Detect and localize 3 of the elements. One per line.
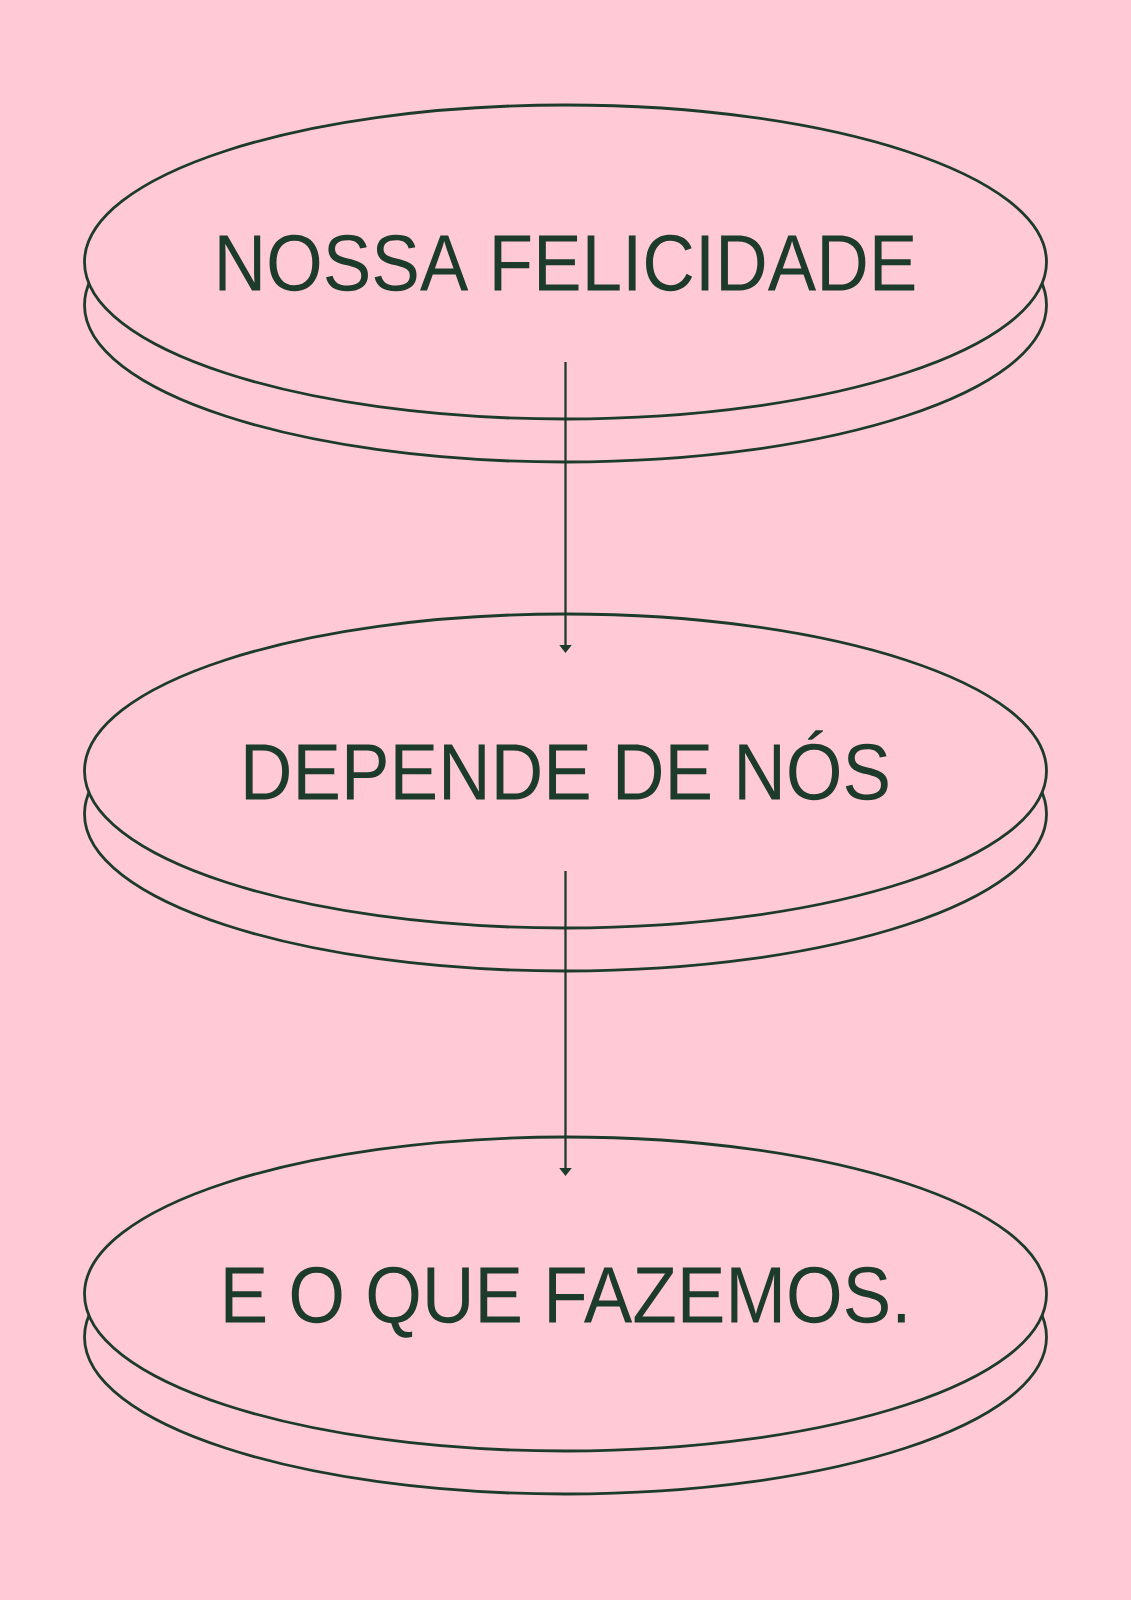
disc-node: NOSSA FELICIDADE (83, 103, 1048, 464)
disc-node: DEPENDE DE NÓS (83, 612, 1048, 973)
disc-node: E O QUE FAZEMOS. (83, 1135, 1048, 1496)
